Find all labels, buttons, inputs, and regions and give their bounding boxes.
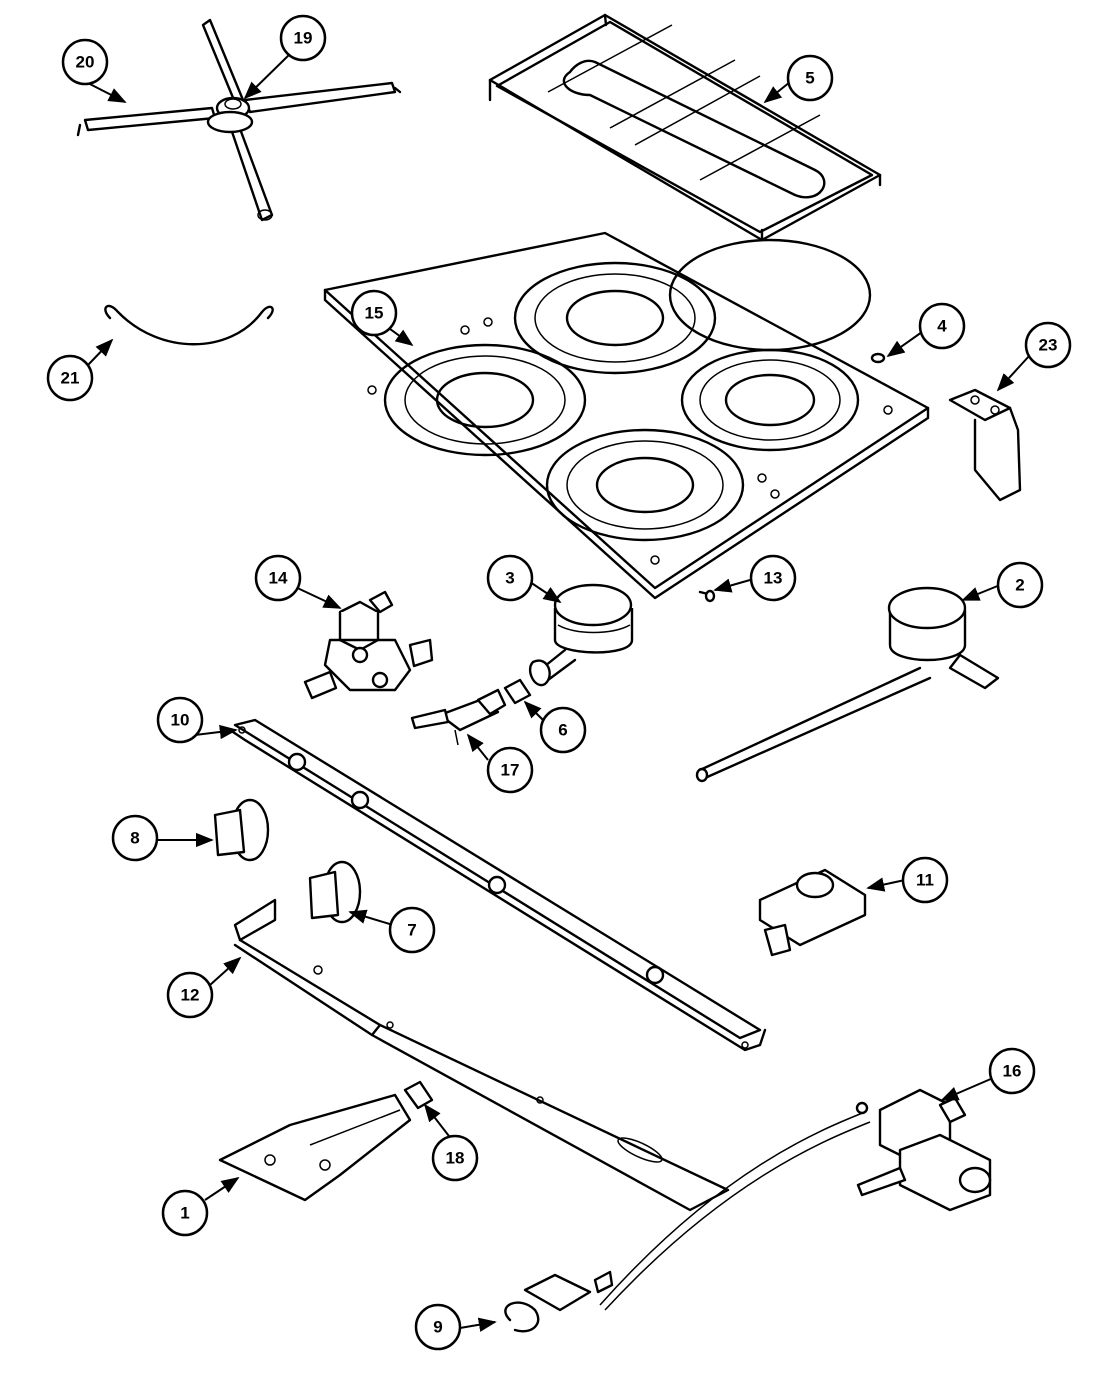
callout-11: 11 [901, 856, 949, 904]
callout-17: 17 [486, 746, 534, 794]
valve-stem [410, 688, 507, 746]
callout-21: 21 [46, 354, 94, 402]
pressure-regulator [758, 868, 867, 957]
callout-7: 7 [388, 906, 436, 954]
callout-5: 5 [786, 54, 834, 102]
callout-23-label: 23 [1039, 336, 1058, 355]
callout-14-label: 14 [269, 569, 288, 588]
manifold-bracket [228, 718, 767, 1052]
callout-18-label: 18 [446, 1149, 465, 1168]
fitting [403, 1080, 434, 1110]
callout-15: 15 [350, 289, 398, 337]
callout-19: 19 [279, 14, 327, 62]
callout-4-label: 4 [937, 317, 947, 336]
burner-head-front [528, 583, 634, 687]
callout-8-label: 8 [130, 829, 139, 848]
callout-3-label: 3 [505, 569, 514, 588]
callout-21-label: 21 [61, 369, 80, 388]
callout-9-label: 9 [433, 1318, 442, 1337]
oven-valve [599, 1088, 992, 1311]
orifice [503, 678, 532, 705]
manifold-panel [233, 898, 730, 1212]
screw [698, 589, 716, 603]
callout-20: 20 [61, 38, 109, 86]
wire-clip [104, 304, 274, 346]
knob-left [213, 798, 270, 862]
callout-4: 4 [918, 302, 966, 350]
callout-19-label: 19 [294, 29, 313, 48]
callout-9: 9 [414, 1303, 462, 1351]
callout-14: 14 [254, 554, 302, 602]
nut [870, 352, 886, 364]
callout-18: 18 [431, 1134, 479, 1182]
callout-8: 8 [111, 814, 159, 862]
bracket [948, 388, 1022, 502]
callout-13-label: 13 [764, 569, 783, 588]
callout-2-label: 2 [1015, 576, 1024, 595]
spider-grate-support [76, 18, 402, 222]
callout-1: 1 [161, 1189, 209, 1237]
thermostat-clip [504, 1270, 614, 1333]
callout-15-label: 15 [365, 304, 384, 323]
burner-head-rear [695, 586, 1000, 783]
callout-1-label: 1 [180, 1204, 189, 1223]
callout-12: 12 [166, 971, 214, 1019]
callout-7-label: 7 [407, 921, 416, 940]
callout-16-label: 16 [1003, 1062, 1022, 1081]
callout-16: 16 [988, 1047, 1036, 1095]
callout-17-label: 17 [501, 761, 520, 780]
callout-10: 10 [156, 696, 204, 744]
cooktop [323, 231, 930, 600]
burner-bracket [218, 1093, 412, 1202]
callout-11-label: 11 [916, 871, 934, 890]
callout-23: 23 [1024, 321, 1072, 369]
knob-center [308, 860, 362, 924]
callout-6-label: 6 [558, 721, 567, 740]
callout-10-label: 10 [171, 711, 190, 730]
callout-20-label: 20 [76, 53, 95, 72]
valve-assembly [303, 590, 434, 700]
callout-5-label: 5 [805, 69, 814, 88]
callout-6: 6 [539, 706, 587, 754]
callout-13: 13 [749, 554, 797, 602]
callout-3: 3 [486, 554, 534, 602]
callout-2: 2 [996, 561, 1044, 609]
callout-12-label: 12 [181, 986, 200, 1005]
grate [488, 13, 882, 242]
